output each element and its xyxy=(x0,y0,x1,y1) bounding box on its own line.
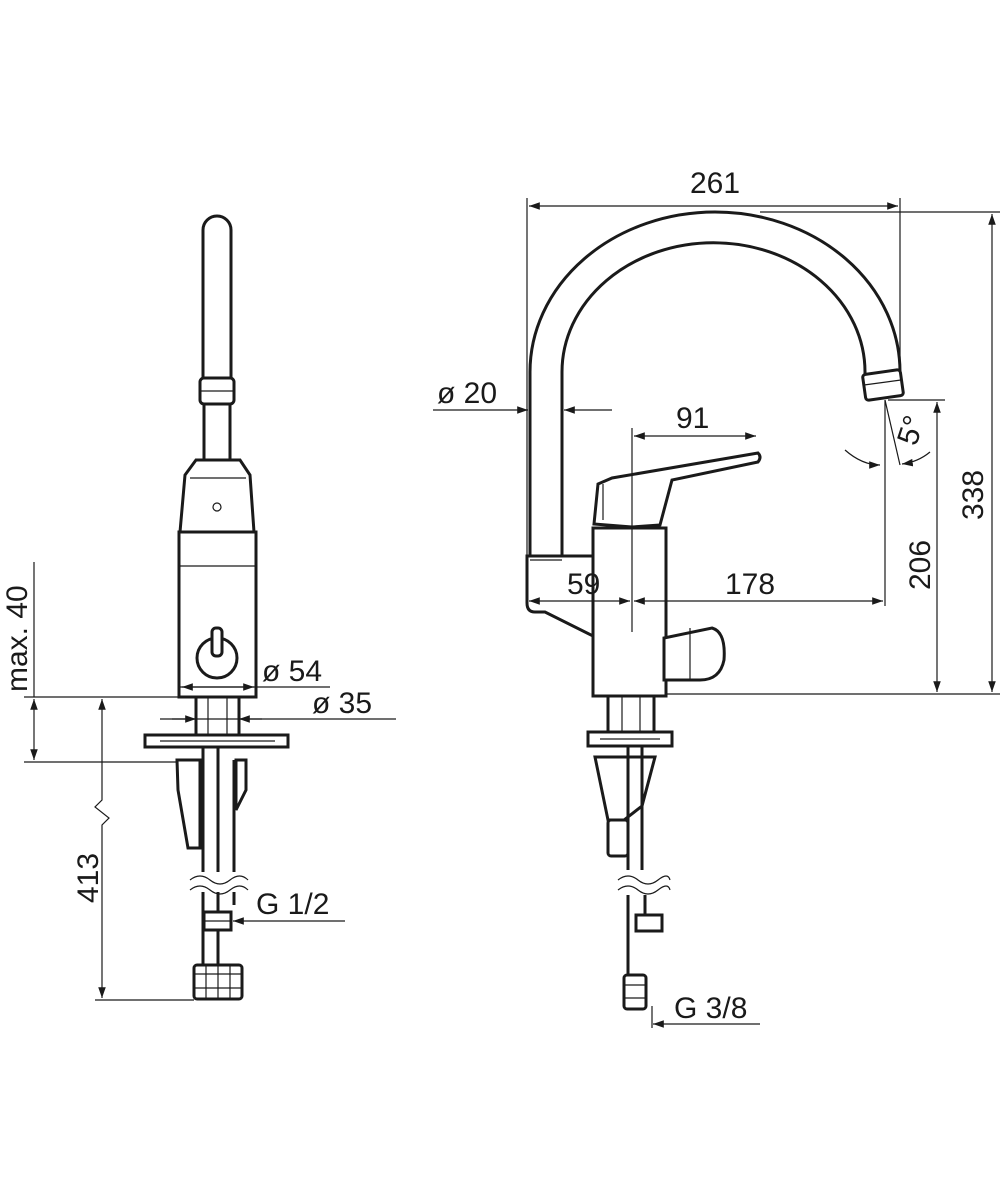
side-valve-knob xyxy=(662,626,726,682)
front-dimensions: ø 54 ø 35 max. 40 413 G 1/2 xyxy=(1,562,396,1001)
front-valve-handle xyxy=(210,626,224,658)
side-shank xyxy=(606,694,656,734)
front-shank xyxy=(194,695,241,737)
side-spout-arc xyxy=(528,210,902,558)
side-lever xyxy=(592,451,762,529)
dim-axis-to-outlet: 178 xyxy=(725,568,775,601)
dim-thread-outlet: G 3/8 xyxy=(674,992,747,1025)
dim-thread-supply: G 1/2 xyxy=(256,888,329,921)
side-base-collar xyxy=(525,554,597,640)
front-body-upper xyxy=(178,458,256,534)
dim-deck-thickness: max. 40 xyxy=(1,585,34,692)
side-dimensions: 261 ø 20 91 59 178 5° 206 338 G 3/8 xyxy=(433,167,1000,1028)
side-aerator xyxy=(861,368,905,402)
dim-shank-diameter: ø 35 xyxy=(312,687,372,720)
front-clamp xyxy=(175,758,248,850)
dim-body-diameter: ø 54 xyxy=(262,655,322,688)
front-spout-tube xyxy=(201,214,233,380)
dim-spout-diameter: ø 20 xyxy=(437,377,497,410)
side-clamp-screw xyxy=(606,818,630,858)
side-body-main xyxy=(591,526,668,698)
front-indicator-dot xyxy=(212,502,222,512)
dim-lever-length: 91 xyxy=(676,402,709,435)
dim-outlet-height: 206 xyxy=(904,540,937,590)
front-spout-neck xyxy=(202,402,232,462)
front-view xyxy=(143,214,290,1001)
side-bottom-nut xyxy=(622,973,648,1011)
side-clamp xyxy=(593,755,657,822)
dim-width-total: 261 xyxy=(690,167,740,200)
side-view xyxy=(525,210,905,1011)
dim-base-to-axis: 59 xyxy=(567,568,600,601)
dim-height-total: 338 xyxy=(957,470,990,520)
dim-hose-length: 413 xyxy=(72,853,105,903)
side-fitting xyxy=(634,913,664,933)
dim-spout-angle: 5° xyxy=(891,412,931,449)
